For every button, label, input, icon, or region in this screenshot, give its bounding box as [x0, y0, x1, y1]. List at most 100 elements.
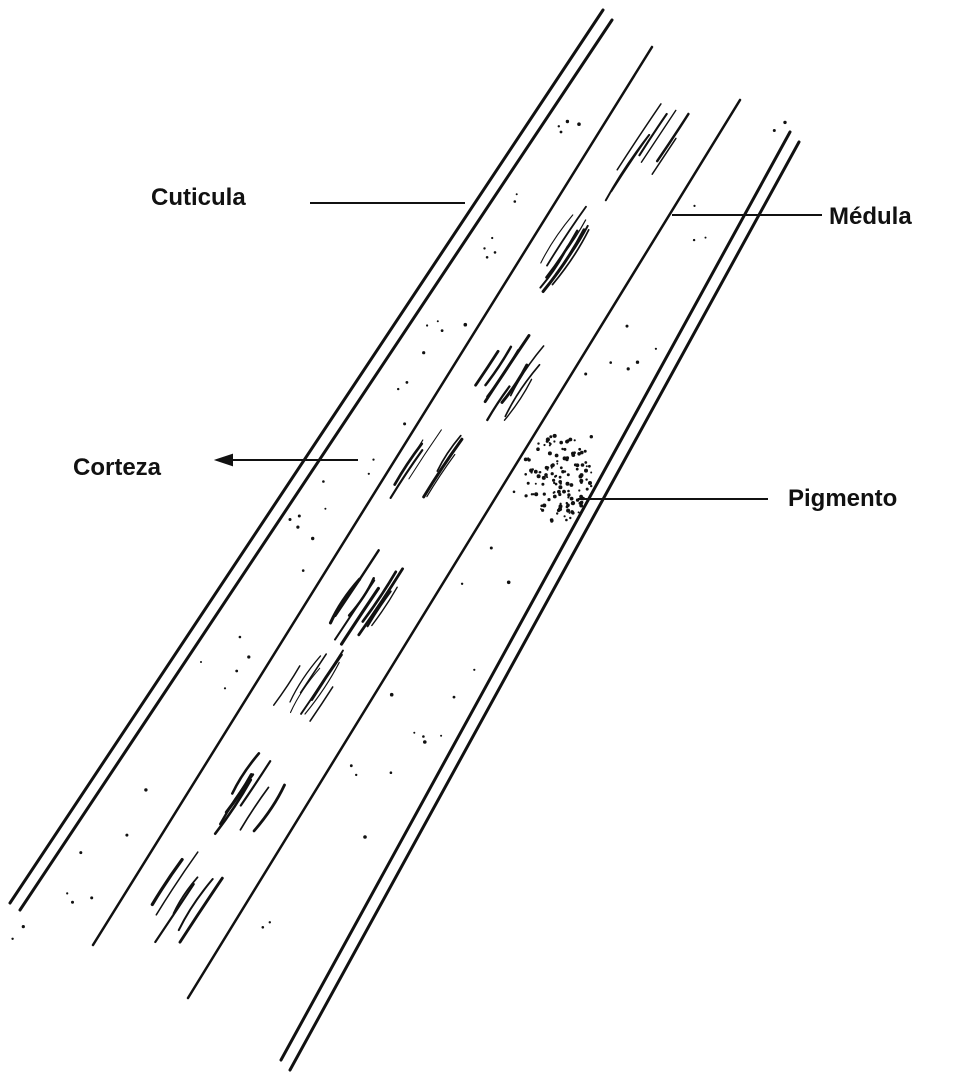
pigment-granule: [556, 463, 558, 465]
medulla-streak: [485, 336, 529, 402]
cortex-dot: [773, 129, 776, 132]
cortex-dot: [144, 788, 147, 791]
cortex-dot: [363, 835, 367, 839]
cortex-dot: [302, 569, 305, 572]
pigment-granule: [566, 509, 570, 513]
cortex-dot: [507, 581, 511, 585]
cortex-dot: [441, 329, 444, 332]
pigment-granule: [542, 476, 546, 480]
pigment-granule: [558, 485, 562, 489]
pigment-granule: [579, 479, 583, 483]
cortex-dot: [322, 480, 325, 483]
pigment-granule: [584, 469, 588, 473]
cortex-dot: [289, 518, 292, 521]
pigment-granule: [541, 509, 544, 512]
pigment-granule: [549, 435, 552, 438]
cortex-dot: [490, 547, 493, 550]
pigment-granule: [554, 475, 556, 477]
cortex-dot: [464, 323, 468, 327]
pigment-granule: [590, 472, 592, 474]
pigment-granule: [571, 511, 574, 514]
cortex-dot: [298, 515, 301, 518]
cortex-dot: [311, 537, 314, 540]
cortex-dot: [516, 193, 518, 195]
cortex-dot: [543, 444, 545, 446]
cortex-dot: [513, 491, 516, 494]
cortex-dot: [90, 896, 93, 899]
pigment-granule: [563, 448, 566, 451]
cortex-dot: [350, 764, 353, 767]
pigment-granule: [561, 470, 564, 473]
medulla-streak: [476, 351, 499, 385]
pigment-granule: [590, 485, 592, 487]
pigment-granule: [549, 444, 551, 446]
pigment-granule: [585, 478, 587, 480]
pigment-granule: [547, 469, 549, 471]
cortex-dot: [590, 435, 593, 438]
pigment-granule: [534, 492, 538, 496]
pigment-granule: [556, 512, 558, 514]
cortex-dot: [247, 655, 250, 658]
cortex-dot: [406, 381, 409, 384]
cortex-dot: [473, 669, 475, 671]
pigment-granule: [553, 491, 555, 493]
cortex-dot: [413, 732, 415, 734]
cortex-dot: [372, 459, 374, 461]
medulla-streaks: [152, 104, 688, 942]
cortex-dot: [494, 251, 497, 254]
pigment-granule: [560, 466, 563, 469]
pigment-granule: [570, 497, 574, 501]
medulla-streak: [274, 666, 300, 705]
pigment-granule: [531, 493, 533, 495]
cortex-dot: [636, 361, 639, 364]
medulla-streak: [215, 780, 251, 834]
medulla-streak: [546, 231, 577, 278]
pigment-granule: [564, 515, 566, 517]
pigment-granule: [555, 483, 558, 486]
pigment-granule: [541, 483, 544, 486]
medulla-streak: [641, 110, 675, 162]
pigment-granule: [553, 440, 555, 442]
cortex-dot: [390, 771, 393, 774]
pigment-granule: [576, 468, 579, 471]
cortex-dot: [693, 205, 695, 207]
pigment-granule: [558, 493, 561, 496]
cortex-dot: [66, 892, 68, 894]
pigment-granule: [563, 456, 567, 460]
medulla-streak: [395, 444, 422, 485]
cortex-dot: [368, 473, 370, 475]
pigment-granule: [561, 448, 563, 450]
pigment-granule: [547, 498, 550, 501]
medulla-streak: [437, 436, 461, 472]
cortex-dot: [491, 237, 493, 239]
cortex-dot: [125, 834, 128, 837]
cortex-dot: [11, 938, 13, 940]
cortex-dot: [423, 740, 427, 744]
cortex-dot: [71, 901, 74, 904]
medulla-streak: [301, 654, 327, 693]
cortex-dot: [483, 247, 485, 249]
pigment-granule: [553, 434, 557, 438]
pigment-granule: [537, 442, 539, 444]
pigment-granule: [535, 483, 537, 485]
cortex-dot: [558, 125, 560, 127]
pigment-granule: [555, 454, 559, 458]
pigment-granule: [560, 482, 562, 484]
medulla-streak: [617, 104, 661, 170]
cortex-dot: [783, 121, 786, 124]
medulla-streak: [639, 114, 666, 155]
pigment-granule: [574, 439, 576, 441]
cortex-dot: [200, 661, 202, 663]
pigment-granule: [578, 448, 581, 451]
cortex-dot: [577, 122, 581, 126]
cortex-dot: [403, 422, 406, 425]
medulla-streak: [553, 230, 589, 285]
pigment-granule: [546, 476, 548, 478]
cortex-dot: [655, 348, 657, 350]
cortex-dot: [705, 237, 707, 239]
medulla-streak: [305, 663, 339, 715]
pigment-granule: [566, 482, 570, 486]
pigment-granule: [524, 458, 528, 462]
pigment-granule: [527, 482, 530, 485]
pigment-granule: [527, 457, 529, 459]
